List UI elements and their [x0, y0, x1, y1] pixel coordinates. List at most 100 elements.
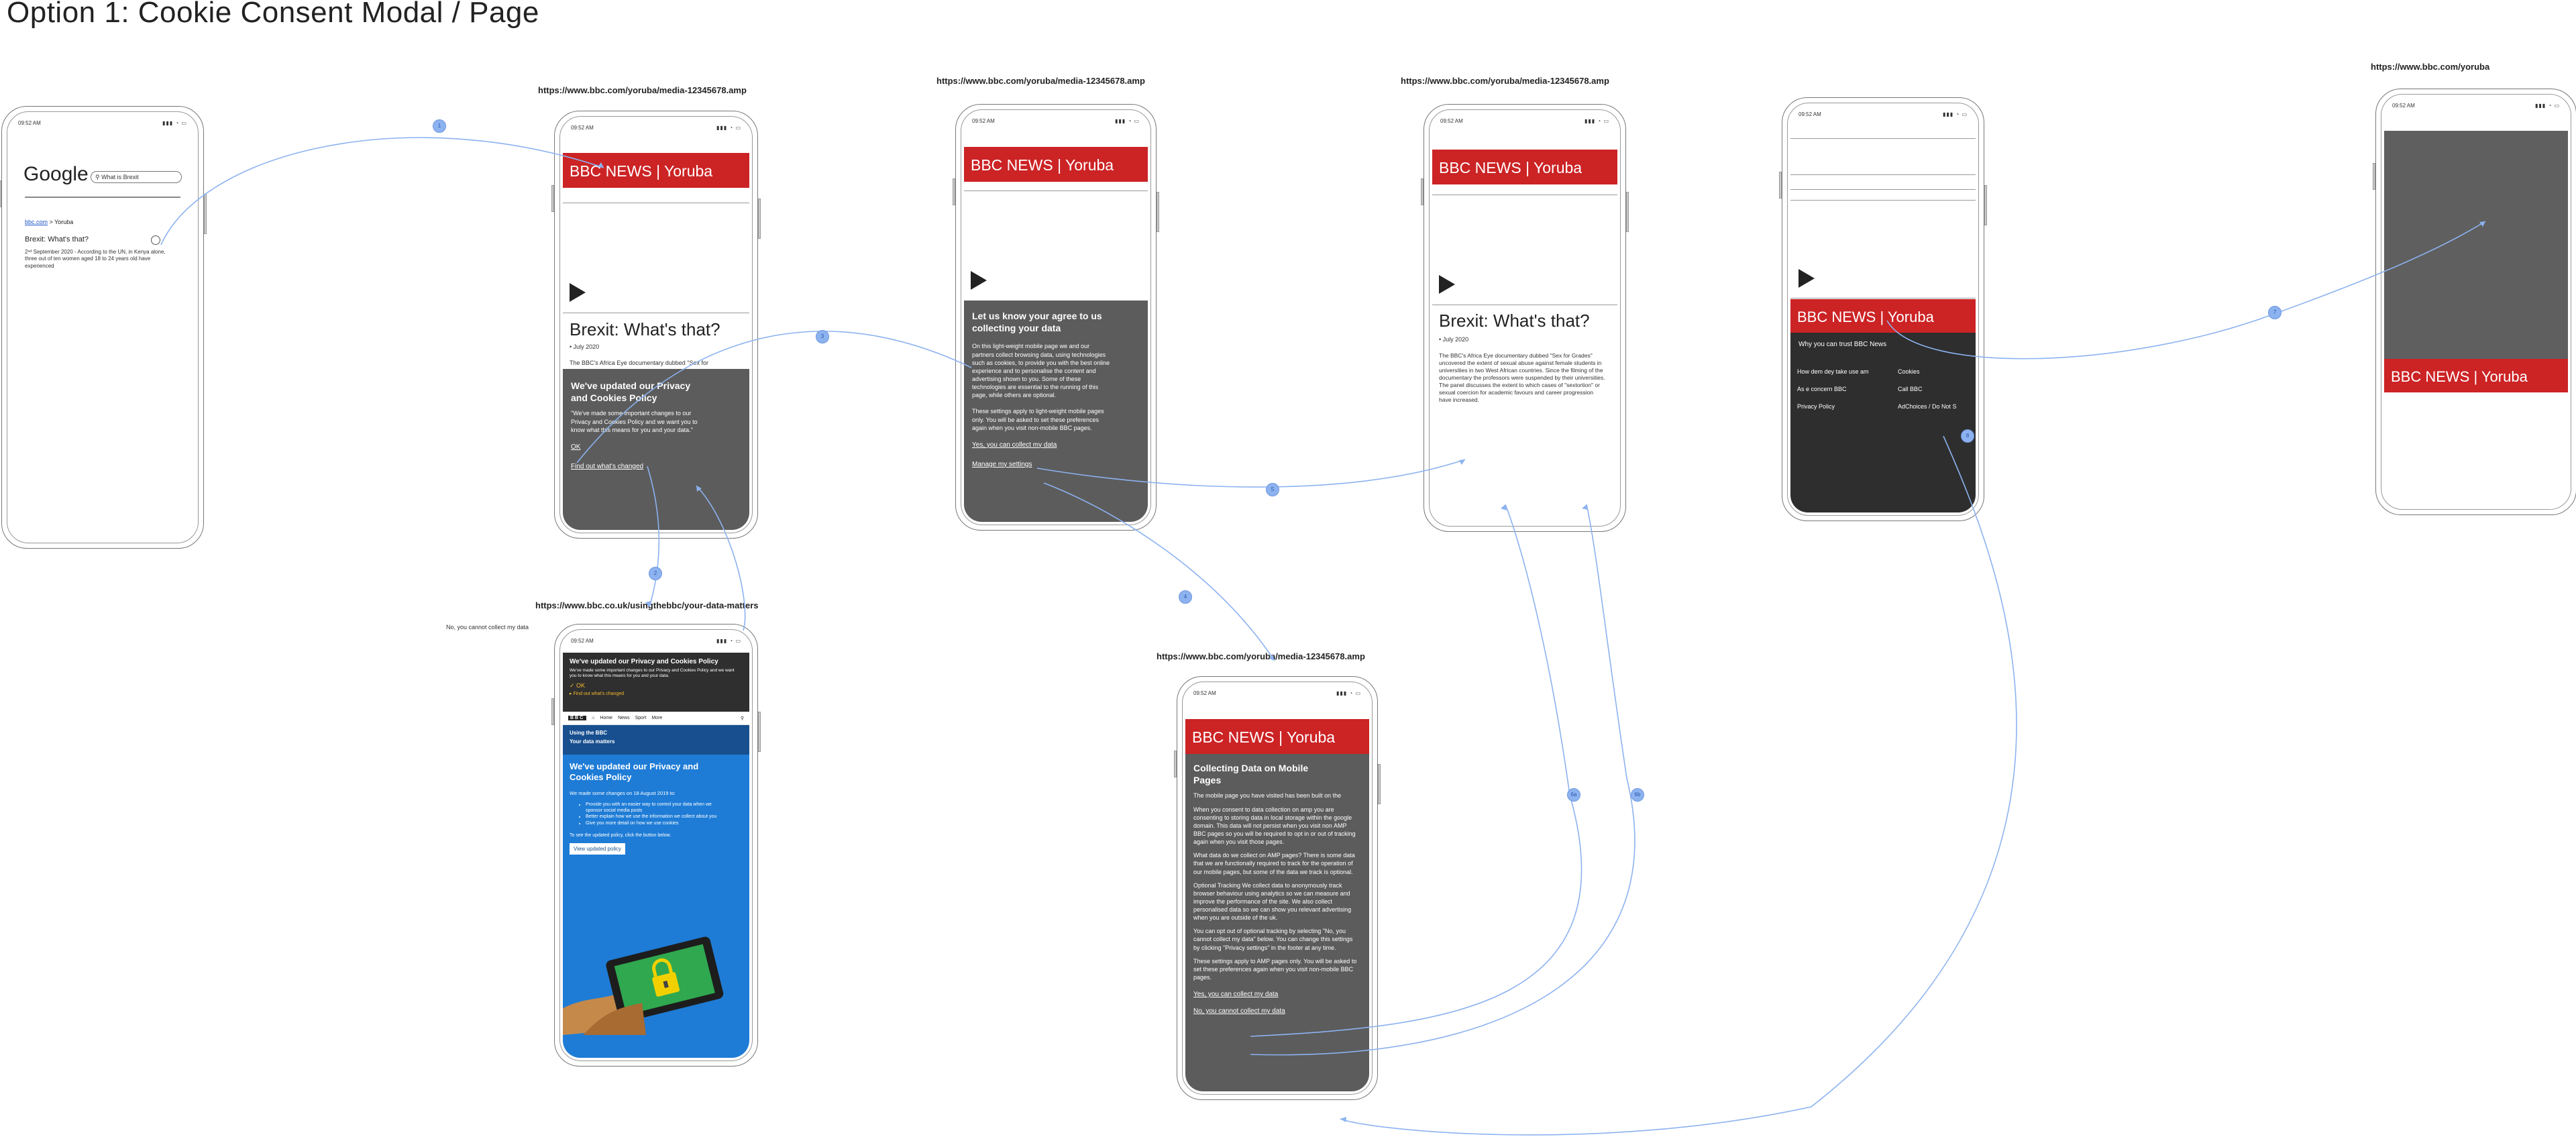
bbc-brand: BBC NEWS | Yoruba [570, 162, 713, 180]
play-icon[interactable] [1799, 269, 1815, 288]
search-icon: ⚲ [95, 174, 100, 180]
footer-link[interactable]: Cookies [1898, 368, 1920, 375]
url-label-phone-2: https://www.bbc.com/yoruba/media-1234567… [538, 85, 747, 95]
consent-title: Let us know your agree to us collecting … [972, 311, 1102, 334]
nav-more[interactable]: More [651, 716, 663, 720]
bbc-brand: BBC NEWS | Yoruba [2391, 368, 2528, 385]
settings-no-link[interactable]: No, you cannot collect my data [1193, 1008, 1285, 1016]
play-icon[interactable] [971, 271, 987, 290]
flow-line-8 [1340, 435, 2017, 1136]
bbc-header-bar[interactable]: BBC NEWS | Yoruba [563, 153, 749, 188]
flow-badge-3[interactable]: 3 [816, 330, 829, 343]
bbc-header-bar[interactable]: BBC NEWS | Yoruba [2384, 359, 2568, 392]
status-icons: ▮▮▮ ◔ ▭ [716, 125, 741, 131]
settings-yes-link[interactable]: Yes, you can collect my data [1193, 991, 1279, 999]
flow-badge-6a[interactable]: 6a [1567, 788, 1580, 802]
banner-find-out-link[interactable]: ▸ Find out what's changed [570, 691, 625, 696]
google-logo: Google [23, 163, 89, 185]
bbc-header-bar[interactable]: BBC NEWS | Yoruba [1185, 719, 1369, 754]
consent-body: On this light-weight mobile page we and … [972, 343, 1110, 399]
play-icon[interactable] [570, 283, 586, 302]
banner-ok-button[interactable]: ✓ OK [570, 682, 586, 689]
nav-sport[interactable]: Sport [635, 716, 647, 720]
check-icon: ✓ [570, 682, 577, 689]
section-using-bbc[interactable]: Using the BBC [570, 730, 607, 736]
status-icons: ▮▮▮ ◔ ▭ [1584, 118, 1609, 124]
settings-title: Collecting Data on Mobile Pages [1193, 763, 1309, 786]
article-lead: The BBC's Africa Eye documentary dubbed … [570, 360, 709, 366]
modal-find-out-link[interactable]: Find out what's changed [571, 462, 644, 470]
policy-cta-text: To see the updated policy, click the but… [570, 833, 672, 838]
bbc-header-bar[interactable]: BBC NEWS | Yoruba [1790, 299, 1976, 333]
footer-links: How dem dey take use am Cookies As e con… [1797, 368, 1969, 410]
flow-badge-4[interactable]: 4 [1179, 590, 1192, 604]
status-icons: ▮▮▮ ◔ ▭ [1336, 690, 1361, 696]
consent-manage-link[interactable]: Manage my settings [972, 460, 1032, 468]
bbc-brand: BBC NEWS | Yoruba [1192, 728, 1336, 746]
view-policy-button[interactable]: View updated policy [570, 843, 626, 855]
flow-line-6a [1250, 504, 1582, 1037]
flow-line-7 [1886, 221, 2486, 360]
play-icon[interactable] [1439, 275, 1455, 294]
phone-consent-panel: 09:52 AM▮▮▮ ◔ ▭ BBC NEWS | Yoruba Let us… [953, 104, 1159, 531]
flow-badge-7[interactable]: 7 [2268, 306, 2282, 319]
modal-body: "We've made some important changes to ou… [571, 410, 698, 433]
bbc-brand: BBC NEWS | Yoruba [971, 156, 1114, 174]
footer-trust-link[interactable]: Why you can trust BBC News [1799, 341, 1887, 348]
footer-link[interactable]: How dem dey take use am [1797, 368, 1869, 375]
bbc-brand: BBC NEWS | Yoruba [1439, 159, 1582, 176]
phone-footer: 09:52 AM▮▮▮ ◔ ▭ BBC NEWS | Yoruba Why yo… [1779, 97, 1987, 521]
status-icons: ▮▮▮ ◔ ▭ [1942, 111, 1968, 117]
modal-title: We've updated our Privacy and Cookies Po… [571, 380, 691, 404]
consent-yes-link[interactable]: Yes, you can collect my data [972, 441, 1057, 449]
nav-home[interactable]: Home [600, 716, 613, 720]
section-your-data: Your data matters [570, 738, 615, 745]
flow-badge-8[interactable]: 8 [1961, 429, 1974, 443]
status-time: 09:52 AM [571, 638, 594, 644]
search-icon[interactable]: ⚲ [740, 716, 744, 721]
url-label-phone-3: https://www.bbc.com/yoruba/media-1234567… [936, 76, 1145, 86]
nav-news[interactable]: News [618, 716, 630, 720]
url-label-phone-7: https://www.bbc.co.uk/usingthebbc/your-d… [535, 600, 759, 610]
footer-link[interactable]: Call BBC [1898, 386, 1923, 392]
tablet-lock-illustration [563, 928, 744, 1035]
flow-badge-5[interactable]: 5 [1266, 483, 1279, 496]
home-icon[interactable]: ⌂ [592, 716, 595, 720]
settings-p1: The mobile page you have visited has bee… [1193, 792, 1342, 800]
footer-link[interactable]: Privacy Policy [1797, 403, 1835, 410]
article-date: • July 2020 [1439, 336, 1469, 343]
flow-line-5 [1036, 459, 1466, 488]
bbc-header-bar[interactable]: BBC NEWS | Yoruba [964, 147, 1148, 182]
status-icons: ▮▮▮ ◔ ▭ [716, 638, 741, 644]
phone-article-clean: 09:52 AM▮▮▮ ◔ ▭ BBC NEWS | Yoruba Brexit… [1421, 104, 1629, 532]
article-date: • July 2020 [570, 343, 600, 350]
flow-badge-1[interactable]: 1 [433, 119, 446, 133]
note-no-collect: No, you cannot collect my data [446, 624, 529, 631]
flow-line-2 [647, 466, 660, 608]
url-label-phone-6: https://www.bbc.com/yoruba [2371, 62, 2490, 72]
flow-badge-2[interactable]: 2 [649, 567, 662, 580]
breadcrumb: bbc.com > Yoruba [25, 219, 74, 225]
overlay-grey [2384, 131, 2568, 359]
bbc-nav: BBC ⌂ Home News Sport More ⚲ [563, 712, 749, 725]
settings-p2: When you consent to data collection on a… [1193, 806, 1356, 846]
footer-link[interactable]: As e concern BBC [1797, 386, 1847, 392]
result-title[interactable]: Brexit: What's that? [25, 235, 89, 243]
section-header: Using the BBC Your data matters [563, 725, 749, 755]
settings-p6: These settings apply to AMP pages only. … [1193, 957, 1357, 981]
breadcrumb-link[interactable]: bbc.com [25, 219, 48, 225]
search-value: What is Brexit [101, 174, 139, 180]
flow-badge-6b[interactable]: 6b [1631, 788, 1644, 802]
bbc-header-bar[interactable]: BBC NEWS | Yoruba [1432, 150, 1617, 184]
article-headline: Brexit: What's that? [570, 319, 720, 339]
footer-link[interactable]: AdChoices / Do Not S [1898, 403, 1957, 410]
result-thumbnail [151, 235, 160, 245]
search-input[interactable]: ⚲ What is Brexit [91, 171, 182, 183]
settings-p5: You can opt out of optional tracking by … [1193, 928, 1353, 951]
page-title: Option 1: Cookie Consent Modal / Page [7, 0, 539, 29]
flow-line-back [696, 485, 746, 631]
settings-p3: What data do we collect on AMP pages? Th… [1193, 852, 1355, 875]
bbc-logo[interactable]: BBC [568, 716, 587, 720]
modal-ok-button[interactable]: OK [571, 443, 581, 451]
